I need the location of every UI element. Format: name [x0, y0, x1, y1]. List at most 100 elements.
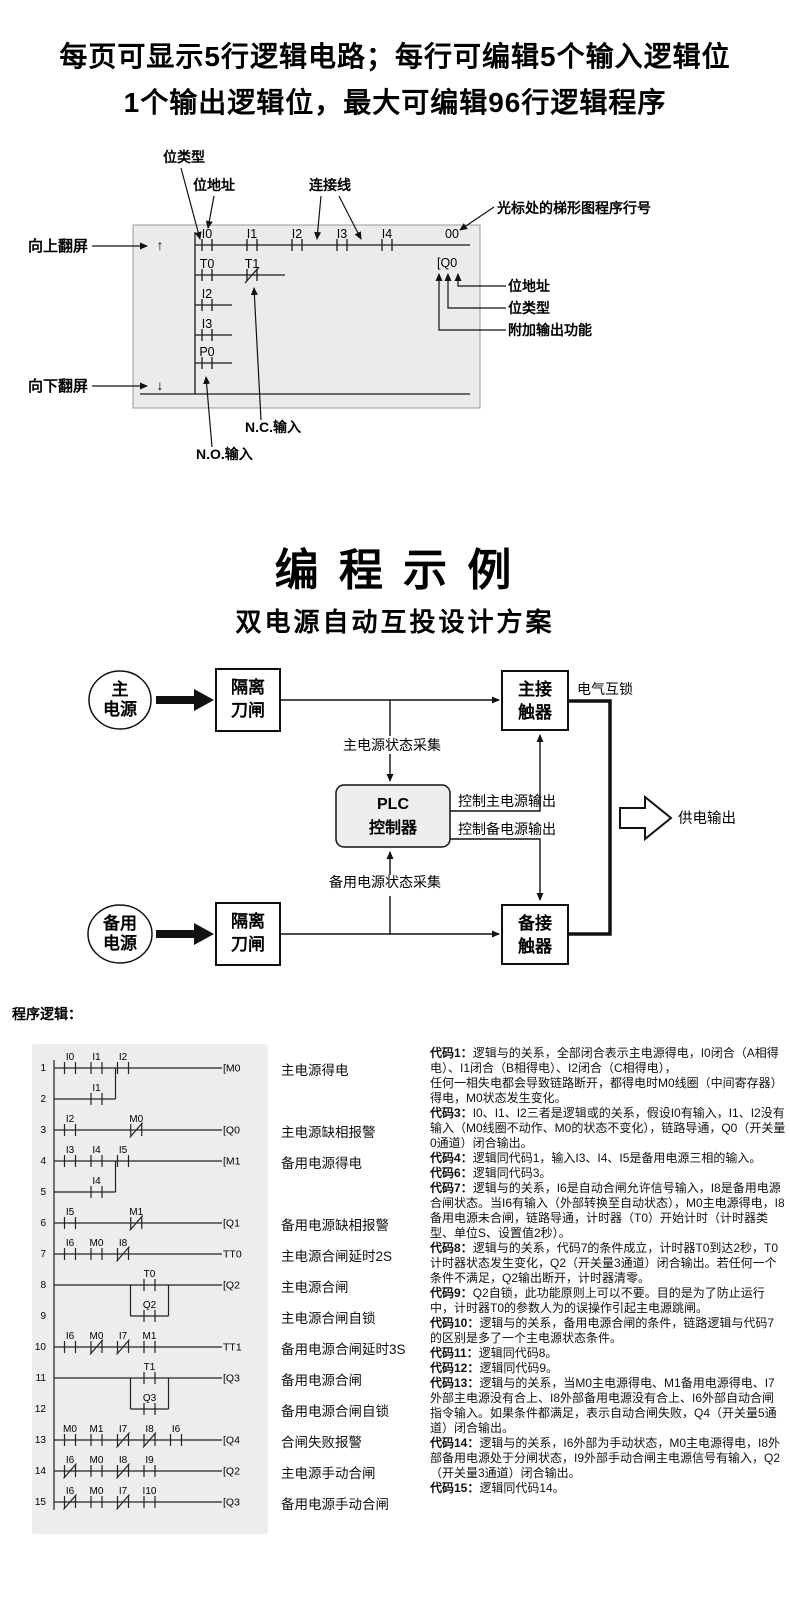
- ladder-row-number: 4: [40, 1156, 46, 1167]
- ladder-row-desc: 备用电源得电: [281, 1156, 362, 1171]
- output-coil-label: [Q0: [437, 256, 457, 270]
- annotation-arrow: [435, 273, 506, 331]
- contact-label: I3: [337, 227, 347, 241]
- nc-slash-icon: [63, 1463, 77, 1479]
- ladder-row-number: 5: [40, 1187, 46, 1198]
- plc-label: 控制器: [369, 818, 418, 837]
- backup-source-label: 电源: [103, 933, 137, 953]
- contact-label: T1: [144, 1362, 156, 1373]
- code-note-key: 代码13：: [430, 1376, 480, 1390]
- nc-slash-icon: [116, 1432, 130, 1448]
- code-note-key: 代码4：: [430, 1151, 473, 1165]
- code-note: 代码15：逻辑同代码14。: [430, 1481, 786, 1496]
- label-page-down: 向下翻屏: [28, 377, 88, 395]
- ladder-row-number: 13: [35, 1435, 47, 1446]
- main-state-label: 主电源状态采集: [343, 737, 441, 753]
- ladder-output-label: TT1: [223, 1342, 242, 1354]
- code-note-key: 代码12：: [430, 1361, 480, 1375]
- label-bit-type-top: 位类型: [163, 149, 205, 165]
- ladder-row-number: 3: [40, 1125, 46, 1136]
- nc-slash-icon: [116, 1246, 130, 1262]
- ladder-row-number: 9: [40, 1311, 46, 1322]
- code-note: 代码10：逻辑与的关系，备用电源合闸的条件，链路逻辑与代码7的区别是多了一个主电…: [430, 1316, 786, 1346]
- code-note: 代码4：逻辑同代码1，输入I3、I4、I5是备用电源三相的输入。: [430, 1151, 786, 1166]
- main-source-label: 电源: [103, 699, 137, 719]
- contact-label: I5: [119, 1145, 128, 1156]
- ladder-output-label: [Q3: [223, 1497, 240, 1509]
- ladder-output-label: TT0: [223, 1249, 242, 1261]
- isolator2-label: 隔离: [231, 911, 265, 931]
- code-note: 代码3：I0、I1、I2三者是逻辑或的关系，假设I0有输入，I1、I2没有输入（…: [430, 1106, 786, 1151]
- annotation-arrow: [205, 195, 215, 229]
- header-line2: 1个输出逻辑位，最大可编辑96行逻辑程序: [123, 87, 667, 118]
- ladder-row-desc: 备用电源手动合闸: [281, 1497, 389, 1512]
- code-note: 代码1：逻辑与的关系，全部闭合表示主电源得电，I0闭合（A相得电）、I1闭合（B…: [430, 1046, 786, 1106]
- main-contactor-label: 触器: [517, 702, 553, 722]
- ladder-output-label: [Q3: [223, 1373, 240, 1385]
- code-notes-column: 代码1：逻辑与的关系，全部闭合表示主电源得电，I0闭合（A相得电）、I1闭合（B…: [430, 1046, 786, 1496]
- ladder-row-number: 8: [40, 1280, 46, 1291]
- code-note-key: 代码3：: [430, 1106, 473, 1120]
- nc-slash-icon: [142, 1432, 157, 1448]
- nc-slash-icon: [244, 266, 260, 284]
- contact-label: M1: [143, 1331, 157, 1342]
- label-bit-addr-right: 位地址: [508, 278, 550, 294]
- contact-label: I10: [143, 1486, 157, 1497]
- contact-label: I1: [92, 1052, 101, 1063]
- backup-state-label: 备用电源状态采集: [329, 874, 441, 890]
- code-note-key: 代码11：: [430, 1346, 479, 1360]
- screen-panel: [132, 224, 481, 409]
- contact-label: I6: [66, 1238, 75, 1249]
- backup-contactor-label: 备接: [517, 913, 552, 933]
- ladder-row-number: 15: [35, 1497, 47, 1508]
- ladder-output-label: [M1: [223, 1156, 241, 1168]
- label-page-up: 向上翻屏: [28, 237, 88, 255]
- annotation-arrow: [459, 206, 495, 231]
- code-note-text: 逻辑与的关系，当M0主电源得电、M1备用电源得电、I7外部主电源没有合上、I8外…: [430, 1376, 777, 1435]
- code-note-text: 逻辑同代码14。: [479, 1481, 565, 1495]
- main-source-label: 主: [112, 679, 129, 699]
- contact-label: P0: [199, 345, 214, 359]
- ctrl-backup-label: 控制备电源输出: [458, 821, 556, 837]
- ladder-row-desc: 备用电源合闸: [281, 1373, 362, 1388]
- contact-label: Q2: [143, 1300, 157, 1311]
- annotation-arrow: [203, 376, 213, 448]
- isolator1-label: 刀闸: [231, 700, 265, 720]
- nc-slash-icon: [63, 1494, 77, 1510]
- code-note: 代码12：逻辑同代码9。: [430, 1361, 786, 1376]
- contact-label: T1: [245, 257, 260, 271]
- ladder-row-desc: 合闸失败报警: [281, 1435, 362, 1450]
- screen-contact-ticks: [201, 239, 393, 369]
- backup-contactor-label: 触器: [517, 936, 553, 956]
- code-note-key: 代码9：: [430, 1286, 473, 1300]
- contact-label: I2: [292, 227, 302, 241]
- isolator2-label: 刀闸: [231, 934, 265, 954]
- ladder-row-desc: 主电源合闸自锁: [281, 1311, 376, 1326]
- ladder-row-desc: 主电源合闸: [281, 1280, 349, 1295]
- contact-label: I2: [66, 1114, 75, 1125]
- contact-label: I8: [119, 1455, 128, 1466]
- ladder-row-number: 6: [40, 1218, 46, 1229]
- contact-label: I0: [66, 1052, 75, 1063]
- nc-slash-icon: [116, 1463, 130, 1479]
- flow-arrow-icon: [156, 689, 214, 711]
- contact-label: I7: [119, 1486, 128, 1497]
- power-out-label: 供电输出: [678, 810, 736, 827]
- flow-line: [450, 734, 544, 812]
- code-note-key: 代码15：: [430, 1481, 480, 1495]
- code-note-text: 逻辑与的关系，I6是自动合闸允许信号输入，I8是备用电源合闸状态。当I6有输入（…: [430, 1181, 785, 1240]
- contact-label: I2: [202, 287, 212, 301]
- contact-label: M1: [129, 1207, 143, 1218]
- cursor-line-number: 00: [445, 227, 459, 241]
- code-note-key: 代码1：: [430, 1046, 473, 1060]
- contact-label: M0: [63, 1424, 77, 1435]
- main-source-node: [88, 670, 152, 730]
- annotation-arrow: [250, 287, 262, 421]
- ladder-row-number: 10: [35, 1342, 47, 1353]
- contact-label: I6: [172, 1424, 181, 1435]
- header-line1: 每页可显示5行逻辑电路；每行可编辑5个输入逻辑位: [59, 41, 731, 72]
- nc-slash-icon: [116, 1339, 130, 1355]
- contact-label: I7: [119, 1331, 128, 1342]
- nc-slash-icon: [129, 1215, 144, 1231]
- contact-label: I9: [145, 1455, 154, 1466]
